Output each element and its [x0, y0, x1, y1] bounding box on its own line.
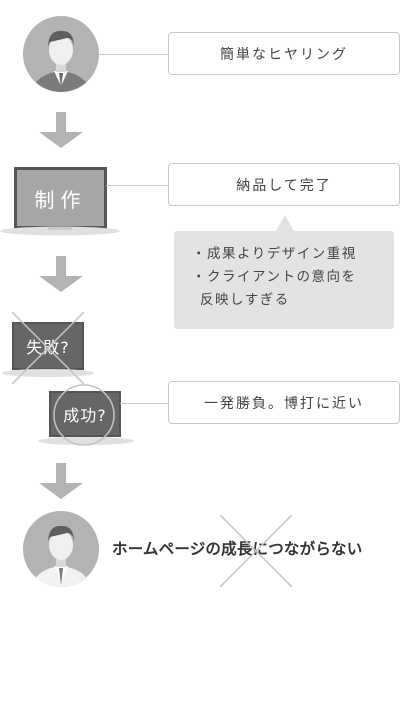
note-line: ・クライアントの意向を [192, 269, 357, 285]
note-pointer [276, 215, 294, 231]
connector-line [120, 403, 169, 404]
laptop-icon [0, 167, 120, 236]
gamble-box: 一発勝負。博打に近い [168, 381, 400, 424]
hearing-box: 簡単なヒヤリング [168, 32, 400, 75]
cross-icon [12, 312, 84, 384]
result-text: ホームページの成長につながらない [112, 540, 363, 558]
delivery-box: 納品して完了 [168, 163, 400, 206]
production-label: 制作 [34, 187, 87, 212]
person-icon [23, 511, 99, 587]
connector-line [106, 185, 169, 186]
arrow-down-icon [39, 463, 83, 499]
laptop-icon [38, 391, 134, 445]
cross-icon [220, 515, 292, 587]
arrow-down-icon [39, 112, 83, 148]
person-icon [23, 16, 99, 92]
note-line: 反映しすぎる [200, 292, 290, 308]
connector-line [99, 54, 169, 55]
note-bubble: ・成果よりデザイン重視 ・クライアントの意向を 反映しすぎる [174, 231, 394, 329]
note-line: ・成果よりデザイン重視 [192, 246, 357, 262]
arrow-down-icon [39, 256, 83, 292]
success-label: 成功? [63, 406, 107, 425]
circle-mark-icon [53, 384, 115, 446]
